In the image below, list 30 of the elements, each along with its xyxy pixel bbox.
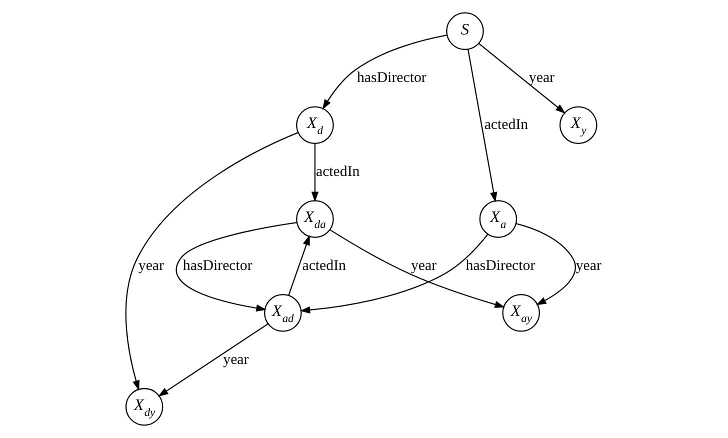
arrow [158, 323, 268, 397]
arrow [468, 49, 498, 202]
edge-label: actedIn [316, 164, 360, 180]
arrow [311, 143, 319, 202]
edge-label: hasDirector [182, 258, 252, 274]
arrow [125, 132, 298, 391]
node-circle: X$_{d}$ [296, 106, 334, 144]
arrow [478, 43, 566, 114]
edge-label: year [138, 258, 164, 274]
node-circle: X$_{y}$ [559, 106, 598, 144]
edge-label: year [223, 352, 249, 368]
node-circle: S [446, 12, 484, 50]
edge-label: actedIn [484, 116, 528, 133]
edge-label: year [576, 258, 602, 274]
arrow [322, 34, 447, 110]
arrow [176, 222, 297, 312]
edge-label: year [528, 70, 555, 86]
edge-label: actedIn [302, 258, 346, 274]
edge-label: hasDirector [466, 258, 536, 274]
edge-label: hasDirector [356, 70, 426, 86]
edge-label: year [410, 258, 437, 274]
node-circle: X$_{dy}$ [125, 388, 164, 426]
node-circle: X$_{ay}$ [502, 294, 540, 332]
node-circle: X$_{da}$ [296, 200, 334, 238]
node-circle: X$_{a}$ [479, 200, 518, 238]
arrow [300, 234, 488, 314]
arrow [516, 223, 576, 306]
node-circle: X$_{ad}$ [264, 294, 302, 332]
arrow [330, 229, 506, 308]
arrow [288, 234, 310, 296]
